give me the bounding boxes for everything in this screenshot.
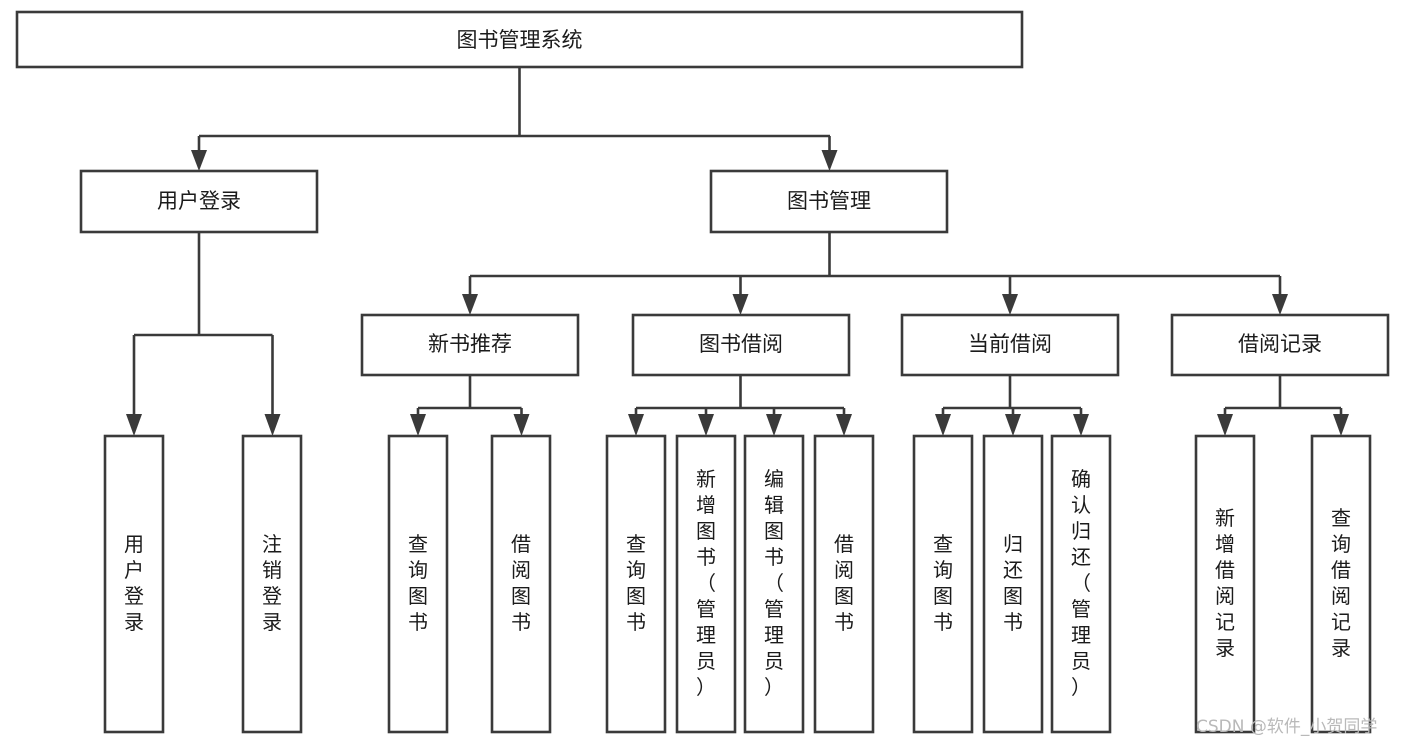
node-borrow-record-box[interactable]	[1170, 313, 1390, 377]
connector-group-book-manage	[462, 232, 1288, 315]
node-book-manage[interactable]: 图书管理	[709, 169, 949, 234]
node-new-book-rec[interactable]: 新书推荐	[360, 313, 580, 377]
node-book-borrow-box[interactable]	[631, 313, 851, 377]
node-leaf-query-record-label: 查询借阅记录	[1331, 506, 1351, 660]
node-current-borrow-box[interactable]	[900, 313, 1120, 377]
node-current-borrow-label: 当前借阅	[968, 332, 1052, 356]
node-leaf-confirm-return-box[interactable]	[1050, 434, 1112, 734]
node-new-book-rec-box[interactable]	[360, 313, 580, 377]
node-leaf-query-book-1[interactable]: 查询图书	[387, 434, 449, 734]
node-leaf-add-book-box[interactable]	[675, 434, 737, 734]
node-leaf-user-login-box[interactable]	[103, 434, 165, 734]
arrowhead-leaf-query-book-2	[628, 414, 644, 436]
node-root-label: 图书管理系统	[457, 28, 583, 52]
node-leaf-return-book[interactable]: 归还图书	[982, 434, 1044, 734]
node-leaf-query-book-2-box[interactable]	[605, 434, 667, 734]
node-leaf-add-record-box[interactable]	[1194, 434, 1256, 734]
node-leaf-logout-login[interactable]: 注销登录	[241, 434, 303, 734]
node-user-login-box[interactable]	[79, 169, 319, 234]
node-leaf-borrow-book-1-label: 借阅图书	[511, 532, 531, 634]
node-leaf-add-record[interactable]: 新增借阅记录	[1194, 434, 1256, 734]
arrowhead-leaf-confirm-return	[1073, 414, 1089, 436]
arrowhead-leaf-edit-book	[766, 414, 782, 436]
arrowhead-book-borrow	[732, 294, 749, 315]
node-leaf-query-record[interactable]: 查询借阅记录	[1310, 434, 1372, 734]
arrowhead-leaf-user-login	[126, 414, 142, 436]
node-root[interactable]: 图书管理系统	[15, 10, 1024, 69]
node-book-manage-label: 图书管理	[787, 189, 871, 213]
node-borrow-record[interactable]: 借阅记录	[1170, 313, 1390, 377]
node-leaf-logout-login-label: 注销登录	[262, 532, 282, 634]
connector-group-borrow-record	[1217, 375, 1349, 436]
node-root-box[interactable]	[15, 10, 1024, 69]
arrowhead-leaf-logout-login	[264, 414, 281, 436]
node-current-borrow[interactable]: 当前借阅	[900, 313, 1120, 377]
node-leaf-query-book-2-label: 查询图书	[626, 532, 646, 634]
node-leaf-query-book-3-label: 查询图书	[933, 532, 953, 634]
node-leaf-borrow-book-2-label: 借阅图书	[834, 532, 854, 634]
node-leaf-edit-book-box[interactable]	[743, 434, 805, 734]
node-leaf-user-login-label: 用户登录	[124, 532, 144, 634]
node-leaf-query-book-1-box[interactable]	[387, 434, 449, 734]
arrowhead-book-manage	[821, 150, 838, 171]
node-leaf-confirm-return[interactable]: 确认归还（管理员）	[1050, 434, 1112, 734]
node-borrow-record-label: 借阅记录	[1238, 332, 1322, 356]
node-leaf-query-book-3-box[interactable]	[912, 434, 974, 734]
arrowhead-leaf-add-record	[1217, 414, 1233, 436]
arrowhead-user-login	[191, 150, 207, 171]
connector-group-new-book-rec	[410, 375, 530, 436]
node-book-borrow[interactable]: 图书借阅	[631, 313, 851, 377]
node-new-book-rec-label: 新书推荐	[428, 332, 512, 356]
node-leaf-return-book-label: 归还图书	[1003, 532, 1023, 634]
connector-group-book-borrow	[628, 375, 852, 436]
node-leaf-borrow-book-1-box[interactable]	[490, 434, 552, 734]
arrowhead-leaf-return-book	[1005, 414, 1021, 436]
node-leaf-query-book-2[interactable]: 查询图书	[605, 434, 667, 734]
node-leaf-borrow-book-2-box[interactable]	[813, 434, 875, 734]
arrowhead-leaf-borrow-book-2	[836, 414, 852, 436]
connector-group-root	[191, 67, 838, 171]
node-leaf-query-record-box[interactable]	[1310, 434, 1372, 734]
arrowhead-new-book-rec	[462, 294, 478, 315]
watermark-text: CSDN @软件_小贺同学	[1196, 717, 1377, 737]
node-leaf-edit-book[interactable]: 编辑图书（管理员）	[743, 434, 805, 734]
arrowhead-leaf-query-record	[1333, 414, 1349, 436]
node-leaf-borrow-book-2[interactable]: 借阅图书	[813, 434, 875, 734]
node-book-manage-box[interactable]	[709, 169, 949, 234]
node-book-borrow-label: 图书借阅	[699, 332, 783, 356]
arrowhead-leaf-borrow-book-1	[513, 414, 530, 436]
node-leaf-query-book-1-label: 查询图书	[408, 532, 428, 634]
node-leaf-add-book-label: 新增图书（管理员）	[696, 467, 716, 699]
node-leaf-borrow-book-1[interactable]: 借阅图书	[490, 434, 552, 734]
node-leaf-query-book-3[interactable]: 查询图书	[912, 434, 974, 734]
node-leaf-confirm-return-label: 确认归还（管理员）	[1071, 467, 1091, 699]
node-leaf-edit-book-label: 编辑图书（管理员）	[764, 467, 784, 699]
arrowhead-borrow-record	[1272, 294, 1288, 315]
arrowhead-current-borrow	[1002, 294, 1018, 315]
arrowhead-leaf-query-book-1	[410, 414, 426, 436]
node-user-login[interactable]: 用户登录	[79, 169, 319, 234]
node-leaf-add-book[interactable]: 新增图书（管理员）	[675, 434, 737, 734]
arrowhead-leaf-query-book-3	[935, 414, 951, 436]
node-user-login-label: 用户登录	[157, 189, 241, 213]
arrowhead-leaf-add-book	[698, 414, 714, 436]
node-leaf-user-login[interactable]: 用户登录	[103, 434, 165, 734]
node-leaf-return-book-box[interactable]	[982, 434, 1044, 734]
node-leaf-logout-login-box[interactable]	[241, 434, 303, 734]
node-leaf-add-record-label: 新增借阅记录	[1215, 506, 1235, 660]
connector-group-user-login	[126, 232, 281, 436]
connector-group-current-borrow	[935, 375, 1089, 436]
